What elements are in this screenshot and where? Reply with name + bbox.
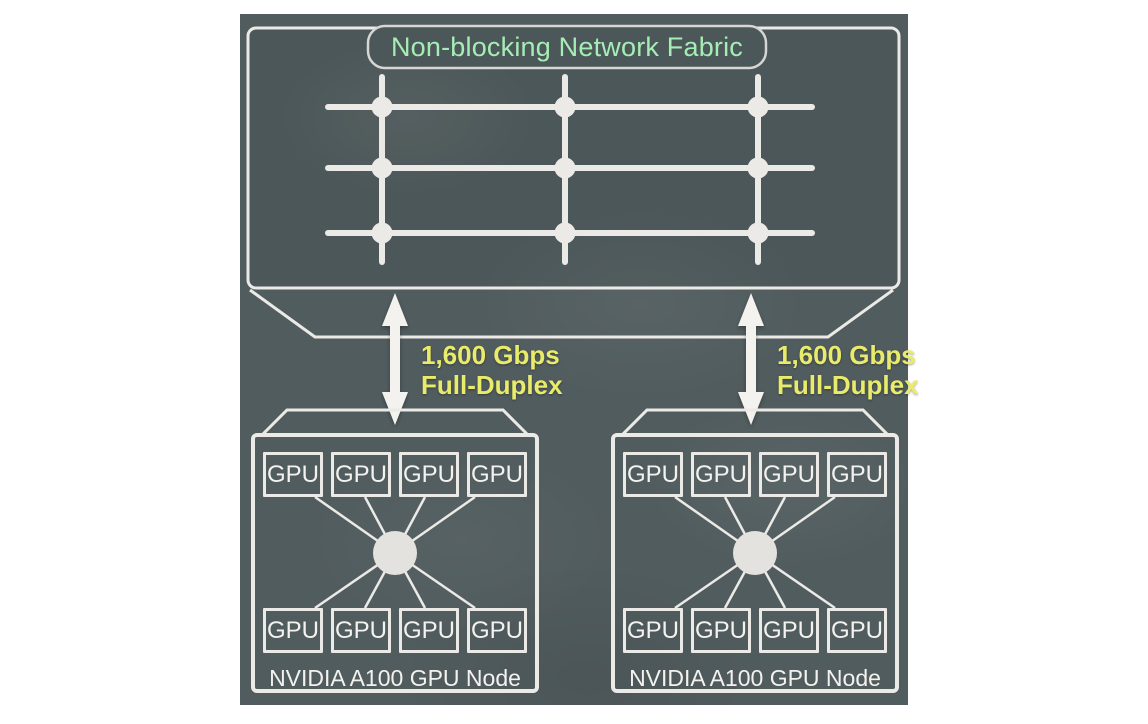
gpu-box: GPU <box>399 608 459 653</box>
gpu-node-left-outline <box>251 408 539 693</box>
node-label-right: NVIDIA A100 GPU Node <box>629 665 881 691</box>
mesh-switch-node <box>747 96 769 118</box>
gpu-box: GPU <box>263 452 323 497</box>
fabric-title-pill <box>366 24 768 70</box>
gpu-box: GPU <box>623 608 683 653</box>
gpu-node-cap <box>619 408 891 438</box>
diagram-panel: Non-blocking Network Fabric 1,600 Gbps F… <box>240 14 919 705</box>
gpu-node-cap <box>259 408 531 438</box>
fabric-title: Non-blocking Network Fabric <box>390 32 744 62</box>
bandwidth-speed: 1,600 Gbps <box>421 340 560 370</box>
mesh-switch-node <box>371 96 393 118</box>
gpu-node-right-outline <box>611 408 899 693</box>
gpu-node-border <box>611 433 899 693</box>
gpu-box: GPU <box>827 608 887 653</box>
mesh-switch-node <box>554 157 576 179</box>
bandwidth-label-right: 1,600 Gbps Full-Duplex <box>777 340 919 400</box>
gpu-box: GPU <box>467 452 527 497</box>
gpu-box: GPU <box>331 608 391 653</box>
gpu-box: GPU <box>691 452 751 497</box>
gpu-box: GPU <box>759 608 819 653</box>
gpu-box: GPU <box>331 452 391 497</box>
gpu-box: GPU <box>691 608 751 653</box>
gpu-row-top-left-node: GPU GPU GPU GPU <box>263 452 527 497</box>
gpu-row-bottom-left-node: GPU GPU GPU GPU <box>263 608 527 653</box>
gpu-box: GPU <box>759 452 819 497</box>
gpu-node-border <box>251 433 539 693</box>
architecture-diagram <box>246 24 901 693</box>
mesh-switch-node <box>554 96 576 118</box>
bandwidth-mode: Full-Duplex <box>777 370 919 400</box>
mesh-switch-node <box>747 222 769 244</box>
bandwidth-label-left: 1,600 Gbps Full-Duplex <box>421 340 563 400</box>
gpu-box: GPU <box>263 608 323 653</box>
bandwidth-speed: 1,600 Gbps <box>777 340 916 370</box>
node-label-left: NVIDIA A100 GPU Node <box>269 665 521 691</box>
bandwidth-arrow-right <box>738 293 764 425</box>
bandwidth-mode: Full-Duplex <box>421 370 563 400</box>
mesh-grid <box>325 74 815 265</box>
bandwidth-arrow-left <box>382 293 408 425</box>
gpu-box: GPU <box>399 452 459 497</box>
mesh-switch-node <box>554 222 576 244</box>
nvswitch-hub-circle <box>373 531 417 575</box>
mesh-switch-node <box>371 157 393 179</box>
gpu-row-bottom-right-node: GPU GPU GPU GPU <box>623 608 887 653</box>
mesh-switch-node <box>747 157 769 179</box>
mesh-switch-node <box>371 222 393 244</box>
gpu-box: GPU <box>827 452 887 497</box>
nvswitch-hub-circle <box>733 531 777 575</box>
gpu-box: GPU <box>623 452 683 497</box>
gpu-row-top-right-node: GPU GPU GPU GPU <box>623 452 887 497</box>
fabric-skirt-outline <box>249 288 894 339</box>
gpu-box: GPU <box>467 608 527 653</box>
